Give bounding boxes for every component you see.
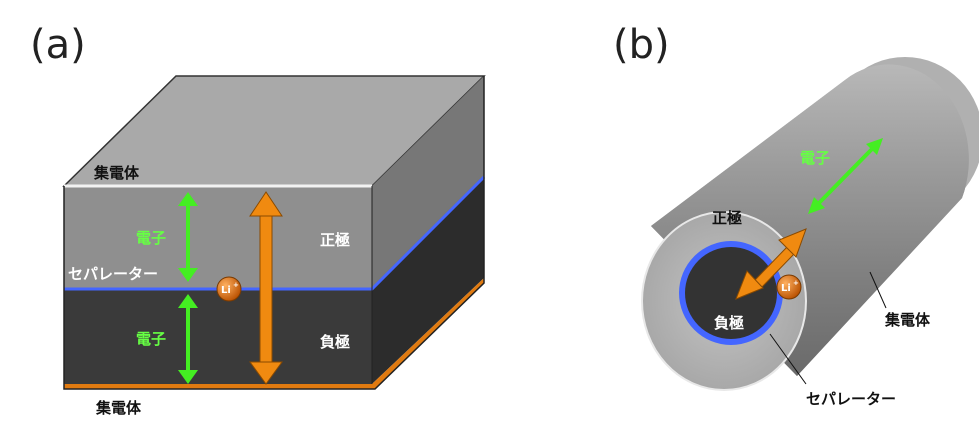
separator-label-b: セパレーター <box>806 390 896 408</box>
collector-leader-line <box>869 271 887 309</box>
panel-a-label: (a) <box>30 22 86 68</box>
panel-b: (b) 正極 負極 電子 集電体 セパレーター <box>613 22 979 408</box>
cube-front-anode <box>64 288 372 384</box>
electron-arrow-upper <box>178 192 198 282</box>
electron-label-b: 電子 <box>800 149 830 167</box>
electron-arrow-b <box>808 138 883 214</box>
li-ion-sup: + <box>233 281 239 289</box>
cube-side-cathode <box>372 76 484 288</box>
collector-top-label: 集電体 <box>93 164 140 182</box>
separator-label: セパレーター <box>68 265 158 283</box>
anode-label: 負極 <box>320 333 350 351</box>
li-ion: Li + <box>216 276 242 302</box>
ion-arrow-b <box>735 228 807 300</box>
panel-b-label: (b) <box>613 22 670 68</box>
cube-front-cathode <box>64 186 372 288</box>
separator-leader-line <box>769 333 807 385</box>
cube-side-anode <box>372 176 484 384</box>
li-ion-text: Li <box>221 285 231 296</box>
anode-core <box>685 247 777 339</box>
li-ion-text-b: Li <box>781 283 791 294</box>
electron-label-lower: 電子 <box>136 330 166 348</box>
electron-arrow-lower <box>178 294 198 384</box>
cathode-label-b: 正極 <box>712 209 742 227</box>
anode-label-b: 負極 <box>714 314 744 332</box>
cathode-label: 正極 <box>320 231 350 249</box>
li-ion-sup-b: + <box>793 279 799 287</box>
ion-arrow <box>249 191 283 385</box>
li-ion-b: Li + <box>776 274 802 300</box>
cube-outline <box>63 76 485 390</box>
electron-label-upper: 電子 <box>136 229 166 247</box>
collector-label-b: 集電体 <box>884 311 931 329</box>
panel-a: (a) 集電体 正極 セパレーター 負極 集電体 電子 <box>30 22 486 417</box>
collector-bottom-label: 集電体 <box>95 399 142 417</box>
